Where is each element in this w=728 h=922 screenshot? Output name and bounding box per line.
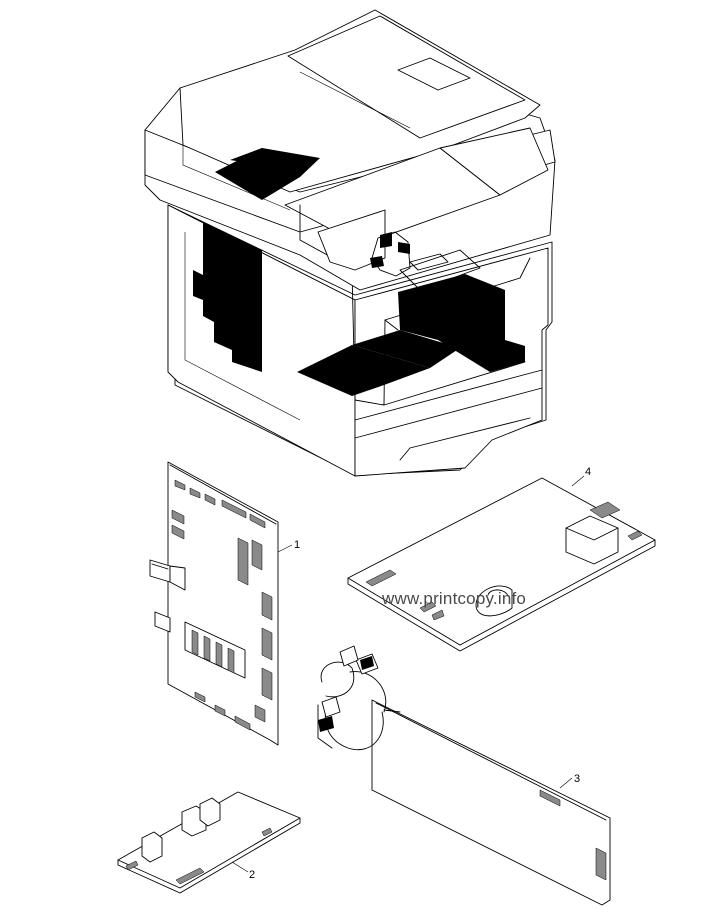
- callout-3: 3: [574, 773, 580, 785]
- base-floor-shading: [297, 345, 430, 396]
- right-inner-shading: [398, 274, 525, 372]
- callout-4: 4: [585, 466, 591, 478]
- part-3-harness-pcb: 3: [317, 645, 611, 906]
- callout-1: 1: [294, 539, 300, 551]
- callout-2: 2: [249, 869, 255, 881]
- printer-body: [144, 9, 556, 477]
- part-2-small-pcb: 2: [117, 791, 301, 894]
- part-1-main-pcb: 1: [149, 461, 300, 746]
- left-cover-shading: [203, 222, 262, 372]
- watermark-text: www.printcopy.info: [381, 589, 526, 608]
- part-4-panel-pcb: 4: [347, 466, 656, 652]
